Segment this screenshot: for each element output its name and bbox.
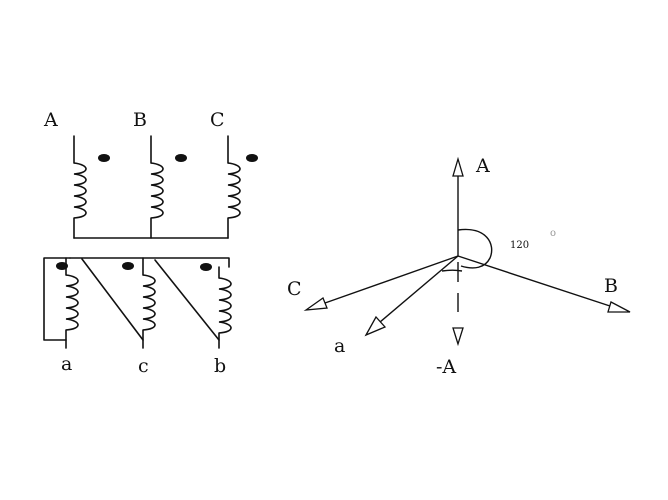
primary-winding-b xyxy=(150,135,187,239)
polarity-dot-secondary-c xyxy=(122,262,134,270)
phasor-label-neg-a: -A xyxy=(436,356,456,378)
phasor-secondary-a xyxy=(379,255,459,323)
primary-label-a-phase: A xyxy=(43,109,58,131)
arrow-head-b xyxy=(607,301,631,313)
secondary-label-c: c xyxy=(138,355,149,377)
phasor-label-secondary-a: a xyxy=(334,335,345,357)
arrow-head-a xyxy=(452,156,464,177)
secondary-label-b: b xyxy=(214,355,226,377)
arrow-head-secondary-a xyxy=(364,315,387,337)
primary-label-c-phase: C xyxy=(210,109,225,131)
polarity-dot-primary-c xyxy=(246,154,258,162)
degree-mark: o xyxy=(550,228,556,239)
primary-label-b-phase: B xyxy=(133,109,147,131)
secondary-label-a: a xyxy=(61,353,72,375)
primary-winding-a xyxy=(73,135,110,239)
polarity-dot-primary-b xyxy=(175,154,187,162)
phasor-c xyxy=(324,255,459,304)
arrow-head-c xyxy=(303,296,328,311)
polarity-dot-primary-a xyxy=(98,154,110,162)
angle-label: 120 xyxy=(510,240,529,251)
phasor-label-a: A xyxy=(475,155,490,177)
polarity-dot-secondary-a xyxy=(56,262,68,270)
phasor-label-b: B xyxy=(604,275,618,297)
angle-arc-120 xyxy=(457,228,493,269)
angle-arc-small xyxy=(441,269,463,272)
phasor-diagram: A B C a -A 120 o xyxy=(287,155,631,378)
polarity-dot-secondary-b xyxy=(200,263,212,271)
secondary-delta-connection xyxy=(43,257,232,349)
primary-winding-c xyxy=(227,135,258,239)
transformer-schematic: A B C xyxy=(43,109,258,377)
arrow-head-neg-a xyxy=(452,327,464,347)
phasor-label-c: C xyxy=(287,278,302,300)
phasor-b xyxy=(457,255,614,308)
